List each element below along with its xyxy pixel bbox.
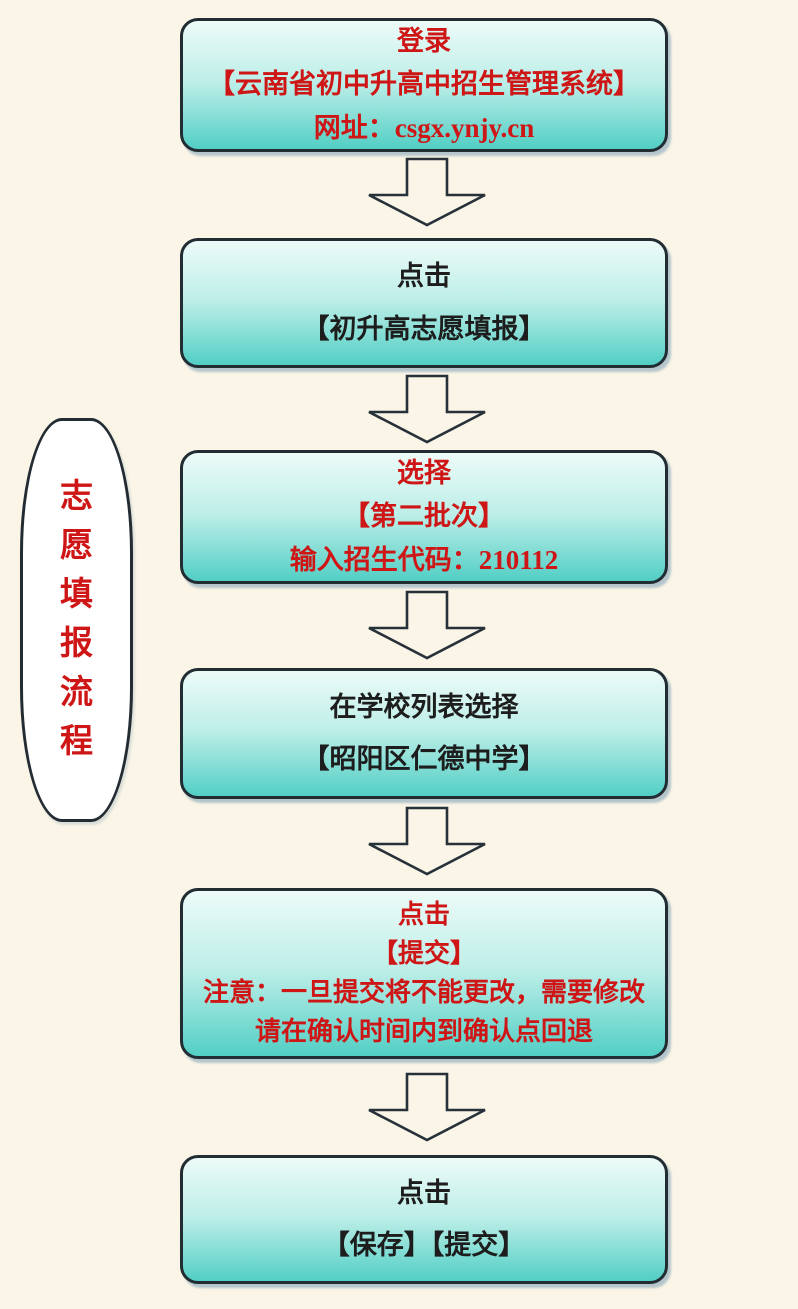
process-title-char: 流 bbox=[60, 675, 93, 711]
process-title-char: 程 bbox=[60, 724, 93, 760]
step-line: 请在确认时间内到确认点回退 bbox=[254, 1016, 593, 1046]
step-line: 【云南省初中升高中招生管理系统】 bbox=[208, 69, 640, 100]
arrow-down-icon bbox=[368, 806, 486, 876]
step-line: 【提交】 bbox=[371, 939, 476, 969]
step-line: 点击 bbox=[397, 900, 450, 930]
step-box-select-school: 在学校列表选择 【昭阳区仁德中学】 bbox=[180, 668, 668, 799]
step-line: 输入招生代码：210112 bbox=[289, 544, 559, 575]
arrow-down-icon bbox=[368, 1072, 486, 1142]
arrow-down-icon bbox=[368, 590, 486, 660]
process-title-char: 愿 bbox=[60, 528, 93, 564]
step-line: 网址：csgx.ynjy.cn bbox=[313, 112, 535, 143]
step-box-submit-notice: 点击 【提交】 注意：一旦提交将不能更改，需要修改 请在确认时间内到确认点回退 bbox=[180, 888, 668, 1059]
step-box-select-batch: 选择 【第二批次】 输入招生代码：210112 bbox=[180, 450, 668, 584]
step-box-click-application: 点击 【初升高志愿填报】 bbox=[180, 238, 668, 368]
arrow-down-icon bbox=[368, 374, 486, 444]
step-box-save-submit: 点击 【保存】【提交】 bbox=[180, 1155, 668, 1284]
step-line: 在学校列表选择 bbox=[329, 691, 519, 722]
process-title-pill: 志 愿 填 报 流 程 bbox=[20, 418, 133, 822]
step-line: 点击 bbox=[397, 261, 451, 292]
step-line: 注意：一旦提交将不能更改，需要修改 bbox=[202, 978, 645, 1007]
process-title-char: 填 bbox=[60, 577, 93, 613]
step-line: 【初升高志愿填报】 bbox=[302, 313, 546, 344]
step-line: 【保存】【提交】 bbox=[322, 1230, 526, 1260]
step-line: 点击 bbox=[397, 1177, 451, 1208]
step-line: 【昭阳区仁德中学】 bbox=[302, 744, 546, 774]
process-title-char: 报 bbox=[60, 626, 93, 662]
step-line: 登录 bbox=[397, 26, 451, 57]
process-title-char: 志 bbox=[60, 479, 93, 515]
step-line: 选择 bbox=[397, 458, 451, 489]
step-box-login: 登录 【云南省初中升高中招生管理系统】 网址：csgx.ynjy.cn bbox=[180, 18, 668, 152]
arrow-down-icon bbox=[368, 157, 486, 227]
step-line: 【第二批次】 bbox=[343, 501, 505, 532]
